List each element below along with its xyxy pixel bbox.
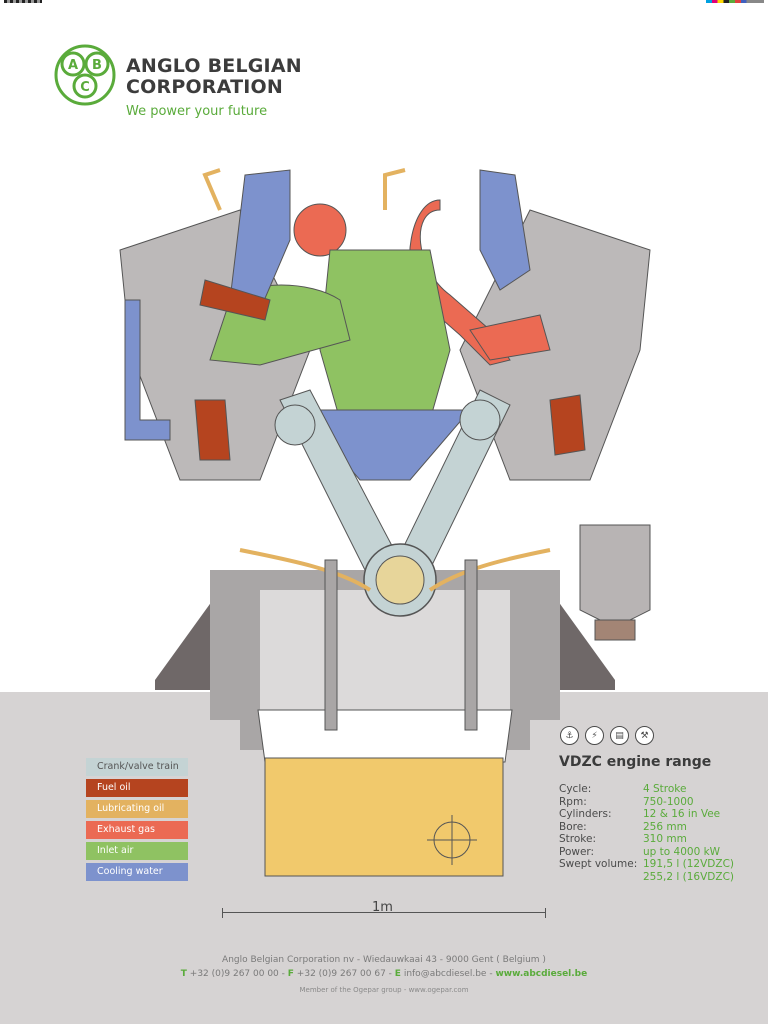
rail-icon: ▤ xyxy=(610,726,629,745)
spec-value: 191,5 l (12VDZC) xyxy=(643,858,734,870)
cooling-water-left-pipe xyxy=(124,299,171,441)
spec-row: Rpm: 750-1000 xyxy=(559,796,734,809)
spec-row: Stroke: 310 mm xyxy=(559,833,734,846)
exhaust-left xyxy=(293,203,347,257)
spec-value: up to 4000 kW xyxy=(643,845,721,858)
spec-value: 12 & 16 in Vee xyxy=(643,808,721,820)
spec-value: 4 Stroke xyxy=(643,783,687,795)
legend-inlet-air: Inlet air xyxy=(86,842,188,860)
spec-key: Rpm: xyxy=(559,795,587,808)
fuel-pump-left xyxy=(194,399,231,461)
spec-row: Cylinders: 12 & 16 in Vee xyxy=(559,808,734,821)
tie-bolt-right xyxy=(464,559,478,731)
spec-row: 255,2 l (16VDZC) xyxy=(559,871,734,884)
spec-key xyxy=(559,871,643,884)
engine-foot-right xyxy=(550,590,615,690)
fax-letter: F xyxy=(287,969,294,979)
piston-pin-left xyxy=(274,404,316,446)
tagline: We power your future xyxy=(126,104,268,119)
email-link[interactable]: info@abcdiesel.be - xyxy=(403,969,493,979)
piston-pin-right xyxy=(459,399,501,441)
email-letter: E xyxy=(394,969,401,979)
spec-key: Swept volume: xyxy=(559,858,638,870)
lube-oil-pipe-top-left xyxy=(202,168,222,211)
fuel-pump-right xyxy=(549,394,586,456)
legend-exhaust-gas: Exhaust gas xyxy=(86,821,188,839)
spec-value: 256 mm xyxy=(643,820,687,833)
scale-bar xyxy=(222,908,546,923)
color-legend: Crank/valve train Fuel oil Lubricating o… xyxy=(86,758,188,884)
engine-foot-left xyxy=(155,590,220,690)
footer-member: Member of the Ogepar group - www.ogepar.… xyxy=(299,986,469,994)
legend-crank-valve-train: Crank/valve train xyxy=(86,758,188,776)
crop-mark xyxy=(706,0,764,3)
crop-mark xyxy=(4,0,42,3)
fuel-injector-left xyxy=(199,279,271,321)
engine-cross-section-drawing xyxy=(119,168,651,877)
exhaust-port-right xyxy=(469,314,551,361)
spec-value: 750-1000 xyxy=(643,795,694,808)
cooling-water-right-upper xyxy=(479,169,531,291)
application-icons: ⚓ ⚡ ▤ ⚒ xyxy=(560,726,654,745)
spec-value: 310 mm xyxy=(643,833,687,845)
brand-name-line1: ANGLO BELGIAN xyxy=(126,55,302,77)
spec-key: Cycle: xyxy=(559,783,592,795)
footer-address: Anglo Belgian Corporation nv - Wiedauwka… xyxy=(222,955,546,965)
spec-value: 255,2 l (16VDZC) xyxy=(643,870,734,883)
spec-row: Swept volume: 191,5 l (12VDZC) xyxy=(559,858,734,871)
logo-letter-c: C xyxy=(80,80,90,95)
dredging-icon: ⚒ xyxy=(635,726,654,745)
ship-icon: ⚓ xyxy=(560,726,579,745)
spec-key: Cylinders: xyxy=(559,808,612,820)
logo-letter-a: A xyxy=(68,58,78,73)
logo-letter-b: B xyxy=(92,58,102,73)
oil-sump-housing xyxy=(257,709,513,763)
spec-key: Power: xyxy=(559,845,595,858)
legend-lubricating-oil: Lubricating oil xyxy=(86,800,188,818)
spec-title: VDZC engine range xyxy=(559,754,712,770)
abc-logo: A B C xyxy=(54,44,116,106)
lube-oil-pipe-top-right xyxy=(383,168,406,210)
cooling-water-left-upper xyxy=(229,169,291,311)
spec-table: Cycle: 4 Stroke Rpm: 750-1000 Cylinders: 12… xyxy=(559,783,734,883)
power-generation-icon: ⚡ xyxy=(585,726,604,745)
footer-contact: T +32 (0)9 267 00 00 - F +32 (0)9 267 00… xyxy=(0,969,768,979)
brand-name-line2: CORPORATION xyxy=(126,76,283,98)
crankcase-inner xyxy=(260,590,510,710)
lube-oil-line-left xyxy=(239,548,372,592)
main-bearing xyxy=(375,555,425,605)
website-link[interactable]: www.abcdiesel.be xyxy=(495,969,588,979)
scale-label: 1m xyxy=(372,900,393,915)
spec-row: Power: up to 4000 kW xyxy=(559,846,734,859)
phone-number: +32 (0)9 267 00 00 - xyxy=(189,969,285,979)
spec-key: Bore: xyxy=(559,820,587,833)
spec-row: Cycle: 4 Stroke xyxy=(559,783,734,796)
spec-row: Bore: 256 mm xyxy=(559,821,734,834)
tie-bolt-left xyxy=(324,559,338,731)
spec-key: Stroke: xyxy=(559,833,596,845)
legend-cooling-water: Cooling water xyxy=(86,863,188,881)
fax-number: +32 (0)9 267 00 67 - xyxy=(296,969,392,979)
legend-fuel-oil: Fuel oil xyxy=(86,779,188,797)
phone-letter: T xyxy=(180,969,187,979)
oil-sump xyxy=(264,757,504,877)
expansion-tank xyxy=(579,524,651,621)
lube-oil-line-right xyxy=(428,548,551,592)
